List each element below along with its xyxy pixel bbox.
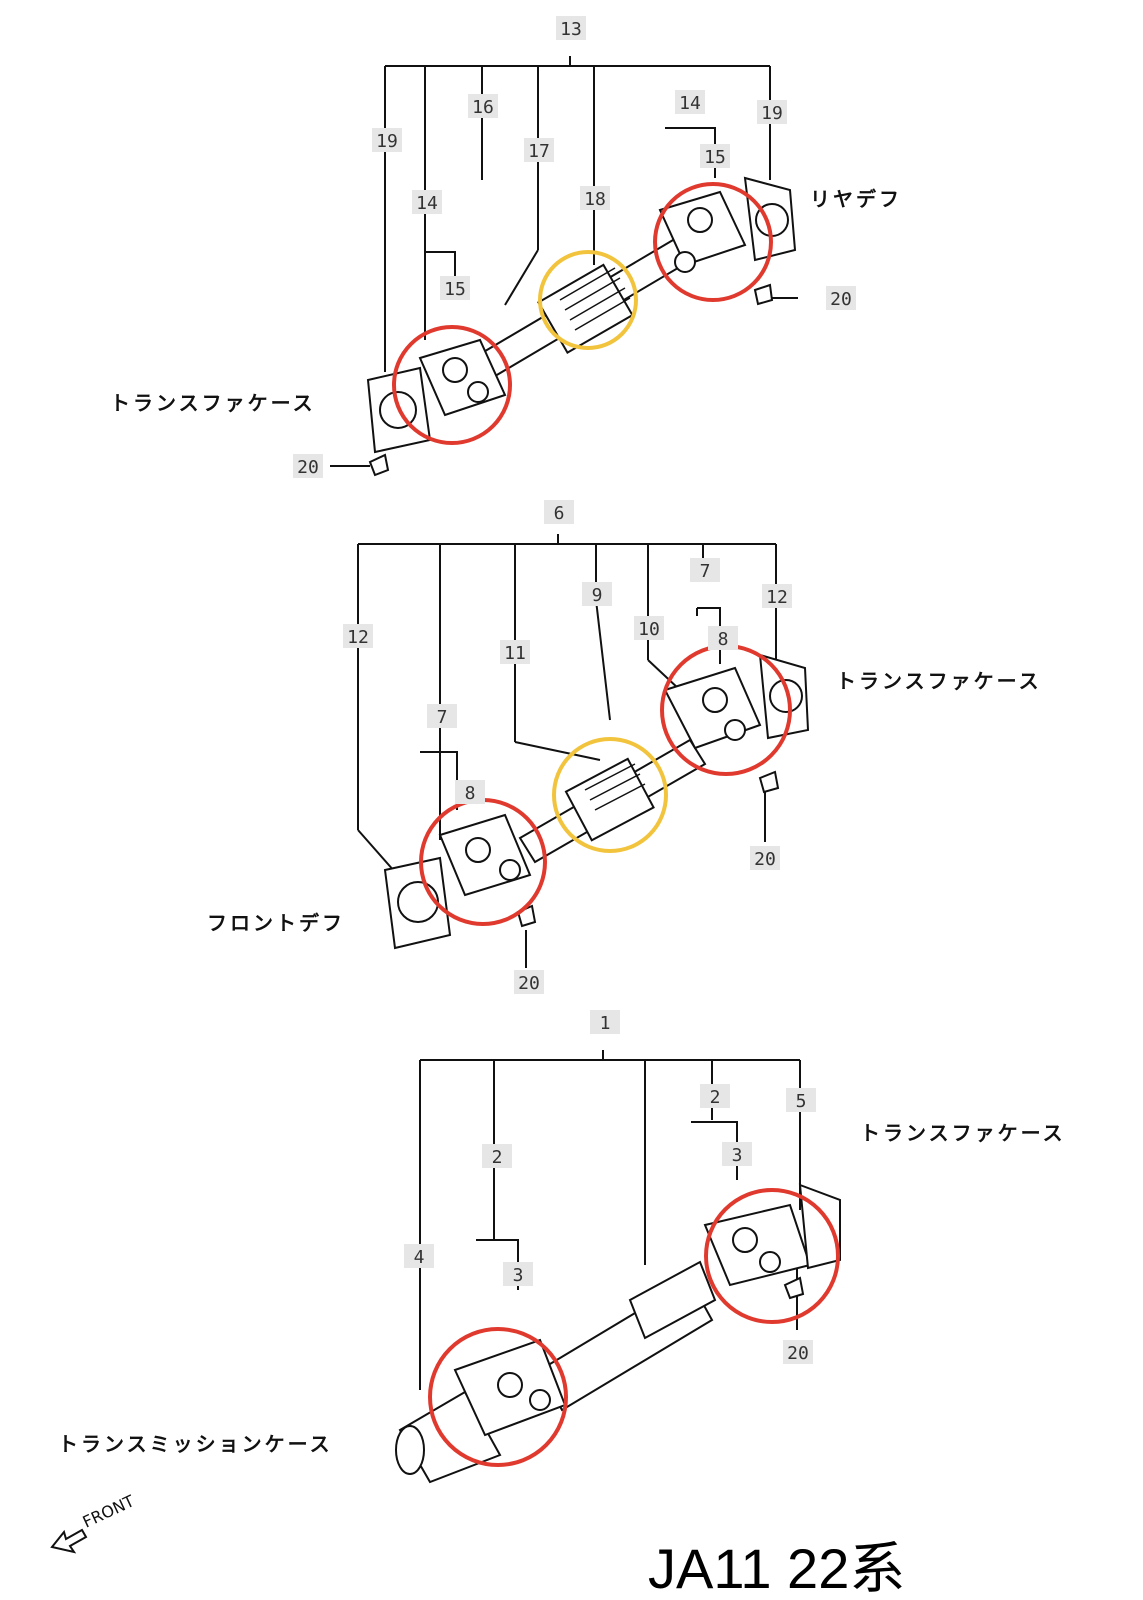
callout: 19 [372, 128, 402, 152]
svg-text:15: 15 [704, 147, 726, 168]
callout: 4 [404, 1244, 434, 1268]
arrow-icon [50, 1528, 88, 1554]
svg-text:2: 2 [492, 1147, 503, 1168]
label-rear-diff: リヤデフ [810, 187, 902, 211]
callout: 8 [455, 780, 485, 804]
callout: 10 [634, 616, 664, 640]
svg-text:6: 6 [554, 503, 565, 524]
svg-text:17: 17 [528, 141, 550, 162]
callout: 17 [524, 138, 554, 162]
svg-text:8: 8 [465, 783, 476, 804]
highlight-universal-joint [428, 1327, 568, 1467]
svg-text:15: 15 [444, 279, 466, 300]
model-title: JA11 22系 [648, 1537, 905, 1600]
svg-text:14: 14 [416, 193, 438, 214]
callout: 20 [826, 286, 856, 310]
callout: 2 [482, 1144, 512, 1168]
callout: 20 [783, 1340, 813, 1364]
highlight-sleeve-yoke [552, 737, 668, 853]
svg-text:1: 1 [600, 1013, 611, 1034]
label-transfer-case: トランスファケース [836, 669, 1042, 693]
callout: 3 [503, 1262, 533, 1286]
svg-text:13: 13 [560, 19, 582, 40]
front-direction-indicator: FRONT [50, 1491, 138, 1554]
svg-text:5: 5 [796, 1091, 807, 1112]
callout: 1 [590, 1010, 620, 1034]
highlight-sleeve-yoke [538, 250, 638, 350]
svg-text:20: 20 [830, 289, 852, 310]
svg-text:3: 3 [732, 1145, 743, 1166]
assembly-transmission-shaft: 1 2 3 4 2 3 5 20 トランスファケース トランスミッションケース [58, 1010, 1066, 1484]
label-front-diff: フロントデフ [207, 911, 345, 935]
svg-text:20: 20 [297, 457, 319, 478]
assembly-rear-shaft: 13 19 16 17 18 14 15 14 15 19 20 20 リヤデフ… [110, 16, 902, 478]
callout: 15 [700, 144, 730, 168]
highlight-universal-joint [392, 325, 512, 445]
callout: 16 [468, 94, 498, 118]
callout: 13 [556, 16, 586, 40]
callout: 8 [708, 626, 738, 650]
svg-text:4: 4 [414, 1247, 425, 1268]
svg-text:12: 12 [347, 627, 369, 648]
svg-text:20: 20 [518, 973, 540, 994]
label-transmission-case: トランスミッションケース [58, 1432, 333, 1456]
svg-text:16: 16 [472, 97, 494, 118]
svg-text:20: 20 [754, 849, 776, 870]
svg-text:FRONT: FRONT [80, 1491, 138, 1531]
svg-text:8: 8 [718, 629, 729, 650]
callout: 3 [722, 1142, 752, 1166]
callout: 14 [675, 90, 705, 114]
callout: 7 [427, 704, 457, 728]
callout: 9 [582, 582, 612, 606]
callout: 5 [786, 1088, 816, 1112]
callout: 20 [514, 970, 544, 994]
svg-text:12: 12 [766, 587, 788, 608]
svg-text:3: 3 [513, 1265, 524, 1286]
svg-text:7: 7 [700, 561, 711, 582]
svg-text:9: 9 [592, 585, 603, 606]
callout: 12 [762, 584, 792, 608]
callout: 11 [500, 640, 530, 664]
callout: 20 [750, 846, 780, 870]
callout: 6 [544, 500, 574, 524]
highlight-universal-joint [704, 1188, 840, 1324]
svg-text:11: 11 [504, 643, 526, 664]
svg-text:19: 19 [376, 131, 398, 152]
callout: 18 [580, 186, 610, 210]
callout: 14 [412, 190, 442, 214]
svg-text:7: 7 [437, 707, 448, 728]
callout: 2 [700, 1084, 730, 1108]
callout: 20 [293, 454, 323, 478]
label-transfer-case: トランスファケース [860, 1121, 1066, 1145]
svg-text:19: 19 [761, 103, 783, 124]
callout: 19 [757, 100, 787, 124]
svg-text:2: 2 [710, 1087, 721, 1108]
svg-text:14: 14 [679, 93, 701, 114]
svg-text:10: 10 [638, 619, 660, 640]
assembly-front-shaft: 6 12 7 8 11 9 10 7 8 12 20 20 トランスファケース … [207, 500, 1042, 994]
svg-text:18: 18 [584, 189, 606, 210]
label-transfer-case: トランスファケース [110, 391, 316, 415]
highlight-universal-joint [653, 182, 773, 302]
callout: 7 [690, 558, 720, 582]
callout: 15 [440, 276, 470, 300]
svg-text:20: 20 [787, 1343, 809, 1364]
callout: 12 [343, 624, 373, 648]
